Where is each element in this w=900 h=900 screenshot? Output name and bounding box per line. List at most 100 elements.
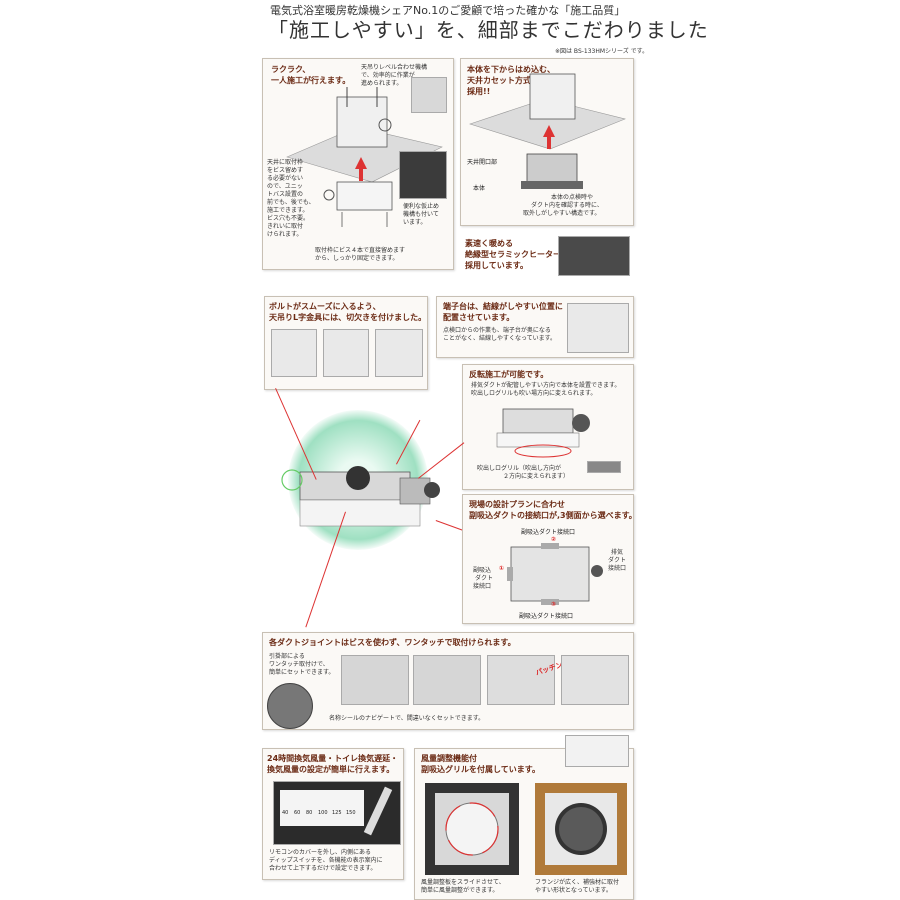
panel1-title-line1: ラクラク、 bbox=[271, 65, 311, 74]
panel2-note-3: 取外しがしやすい構造です。 bbox=[523, 210, 601, 217]
panel1-title-line2: 一人施工が行えます。 bbox=[271, 76, 351, 85]
terminal-photo bbox=[567, 303, 629, 353]
panel-duct: 現場の設計プランに合わせ 副吸込ダクトの接続口が,3側面から選べます。 副吸込ダ… bbox=[462, 494, 637, 624]
panel1-right-note-2: 機構も付いて bbox=[403, 211, 439, 218]
grill-note-left-2: 簡単に風量調整ができます。 bbox=[421, 887, 499, 894]
grill-title-line1: 風量調整機能付 bbox=[421, 754, 477, 763]
panel1-right-note-1: 便利な仮止め bbox=[403, 203, 440, 210]
panel-one-person-install: ラクラク、 一人施工が行えます。 天吊りレベル合わせ機構 で、効率的に作業が 進… bbox=[262, 58, 454, 270]
reverse-grille-note-2: ２方向に変えられます） bbox=[503, 473, 570, 480]
panel1-bottom-note-1: 取付枠にビス４本で直接留めます bbox=[315, 247, 406, 254]
panel1-left-note-8: ビス穴も不要。 bbox=[267, 215, 310, 222]
panel-terminal: 端子台は、結線がしやすい位置に 配置させています。 点検口からの作業も、端子台が… bbox=[436, 296, 634, 358]
grill-note-right-2: やすい形状となっています。 bbox=[535, 887, 612, 894]
panel1-left-note-9: きれいに取付 bbox=[267, 223, 304, 230]
joint-bottom-note: 名称シールのナビゲートで、間違いなくセットできます。 bbox=[329, 715, 485, 722]
panel-cassette: 本体を下からはめ込む、 天井カセット方式を 採用!! 天井開口部 本体 本体の点… bbox=[460, 58, 634, 226]
panel1-left-note-5: トバス設置の bbox=[267, 191, 304, 198]
duct-diagram bbox=[507, 543, 603, 605]
duct-label-top: 副吸込ダクト接続口 bbox=[521, 529, 576, 536]
panel1-top-note-3: 進められます。 bbox=[361, 80, 403, 87]
reverse-note-1: 排気ダクトが配管しやすい方向で本体を設置できます。 bbox=[471, 382, 621, 389]
top-detail-photo bbox=[411, 77, 447, 113]
dip-switch-photo: 40 60 80 100 125 150 bbox=[273, 781, 401, 845]
heater-photo bbox=[558, 236, 630, 276]
duct-title-line1: 現場の設計プランに合わせ bbox=[469, 500, 565, 509]
grill-note-left-1: 風量調整板をスライドさせて、 bbox=[421, 879, 505, 886]
dip-scale-125: 125 bbox=[332, 810, 342, 816]
grill-adjust-photo bbox=[425, 783, 519, 875]
grill-product-photo bbox=[565, 735, 629, 767]
joint-photo-4 bbox=[561, 655, 629, 705]
panel2-note-1: 本体の点検時や bbox=[551, 194, 594, 201]
heater-title-line1: 素速く暖める bbox=[465, 239, 513, 248]
dip-scale-40: 40 bbox=[282, 810, 289, 816]
switch-title-line2: 換気風量の設定が簡単に行えます。 bbox=[267, 765, 395, 774]
joint-title: 各ダクトジョイントはビスを使わず、ワンタッチで取付けられます。 bbox=[269, 638, 516, 647]
joint-photo-3 bbox=[487, 655, 555, 705]
switch-title-line1: 24時間換気風量・トイレ換気遅延・ bbox=[267, 754, 399, 763]
duct-label-right-2: ダクト bbox=[608, 557, 627, 564]
dip-scale-80: 80 bbox=[306, 810, 313, 816]
switch-note-2: ディップスイッチを、各機能の表示案内に bbox=[269, 857, 383, 864]
joint-photo-1 bbox=[341, 655, 409, 705]
duct-label-right-1: 排気 bbox=[611, 549, 624, 556]
joint-note-2: ワンタッチ取付けで、 bbox=[269, 661, 329, 668]
terminal-note-1: 点検口からの作業も、端子台が奥になる bbox=[443, 327, 551, 334]
duct-label-left-3: 接続口 bbox=[473, 583, 492, 590]
panel-switch: 24時間換気風量・トイレ換気遅延・ 換気風量の設定が簡単に行えます。 40 60… bbox=[262, 748, 404, 880]
grill-title-line2: 副吸込グリルを付属しています。 bbox=[421, 765, 540, 774]
grille-photo bbox=[587, 461, 621, 473]
grill-flange-photo bbox=[535, 783, 627, 875]
panel-joint: 各ダクトジョイントはビスを使わず、ワンタッチで取付けられます。 引掛部による ワ… bbox=[262, 632, 634, 730]
panel1-left-note-3: る必要がない bbox=[267, 175, 304, 182]
panel1-top-note-2: で、効率的に作業が bbox=[361, 72, 415, 79]
bolt-title-line2: 天吊りL字金具には、切欠きを付けました。 bbox=[269, 313, 427, 322]
duct-num-1: ① bbox=[499, 565, 505, 572]
panel1-left-note-4: ので、ユニッ bbox=[267, 183, 303, 190]
panel2-title-line3: 採用!! bbox=[467, 87, 491, 96]
header-subtitle: 電気式浴室暖房乾燥機シェアNo.1のご愛顧で培った確かな「施工品質」 bbox=[270, 4, 626, 17]
cassette-illustration bbox=[469, 73, 626, 189]
dip-scale-100: 100 bbox=[318, 810, 328, 816]
bolt-photo-2 bbox=[323, 329, 369, 377]
reverse-note-2: 吹出しログリルも吹い場方向に変えられます。 bbox=[471, 390, 597, 397]
label-body: 本体 bbox=[473, 185, 486, 192]
product-image bbox=[281, 466, 440, 527]
panel2-title-line1: 本体を下からはめ込む、 bbox=[467, 65, 555, 74]
panel2-title-line2: 天井カセット方式を bbox=[467, 76, 539, 85]
joint-label-zoom bbox=[267, 683, 313, 729]
grill-note-right-1: フランジが広く、補強材に取付 bbox=[535, 879, 620, 886]
duct-label-bottom: 副吸込ダクト接続口 bbox=[519, 613, 574, 620]
switch-note-1: リモコンのカバーを外し、内側にある bbox=[269, 849, 372, 856]
panel1-left-note-2: をビス留めす bbox=[267, 167, 304, 174]
bolt-photo-3 bbox=[375, 329, 423, 377]
joint-photo-2 bbox=[413, 655, 481, 705]
reverse-illustration bbox=[496, 408, 590, 458]
duct-label-left-2: ダクト bbox=[475, 575, 494, 582]
panel1-left-note-1: 天井に取付枠 bbox=[267, 159, 304, 166]
joint-note-1: 引掛部による bbox=[269, 653, 305, 660]
dip-scale-60: 60 bbox=[294, 810, 301, 816]
terminal-title-line1: 端子台は、結線がしやすい位置に bbox=[443, 302, 563, 311]
panel1-right-note-3: います。 bbox=[403, 219, 427, 226]
panel-reverse: 反転施工が可能です。 排気ダクトが配管しやすい方向で本体を設置できます。 吹出し… bbox=[462, 364, 634, 490]
bolt-photo-1 bbox=[271, 329, 317, 377]
panel1-top-note-1: 天吊りレベル合わせ機構 bbox=[361, 64, 428, 71]
heater-title-line3: 採用しています。 bbox=[465, 261, 528, 270]
page-title: 「施工しやすい」を、細部までこだわりました bbox=[268, 18, 709, 42]
label-ceiling-opening: 天井開口部 bbox=[467, 159, 498, 166]
duct-num-3: ③ bbox=[551, 601, 557, 608]
duct-num-2: ② bbox=[551, 536, 557, 543]
panel-grill: 風量調整機能付 副吸込グリルを付属しています。 風量調整板をスライドさせて、 簡… bbox=[414, 735, 634, 900]
duct-title-line2: 副吸込ダクトの接続口が,3側面から選べます。 bbox=[469, 511, 637, 520]
reverse-title: 反転施工が可能です。 bbox=[469, 370, 549, 379]
switch-note-3: 合わせて上下するだけで設定できます。 bbox=[269, 865, 377, 872]
bolt-title-line1: ボルトがスムーズに入るよう、 bbox=[269, 302, 381, 311]
panel1-bottom-note-2: から、しっかり固定できます。 bbox=[315, 255, 399, 262]
panel1-left-note-10: けられます。 bbox=[267, 231, 303, 238]
reverse-grille-note-1: 吹出しログリル（吹出し方向が bbox=[477, 465, 562, 472]
joint-note-3: 簡単にセットできます。 bbox=[269, 669, 335, 676]
duct-label-right-3: 接続口 bbox=[608, 565, 627, 572]
panel1-left-note-7: 施工できます。 bbox=[267, 207, 309, 214]
